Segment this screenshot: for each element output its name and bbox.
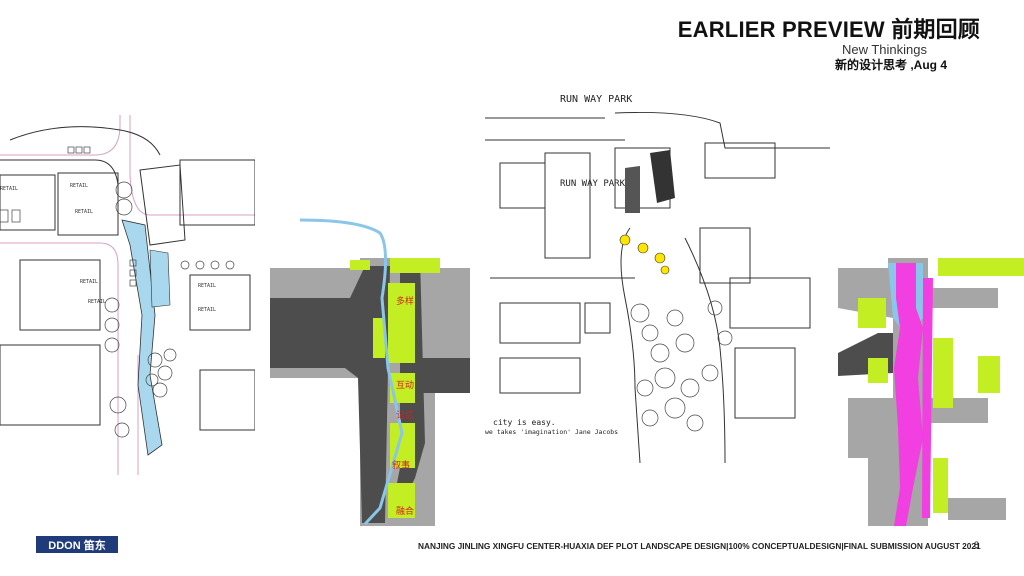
retail-label: RETAIL — [88, 299, 106, 305]
retail-label: RETAIL — [75, 209, 93, 215]
svg-text:RUN WAY PARK: RUN WAY PARK — [560, 179, 626, 189]
retail-label: RETAIL — [80, 279, 98, 285]
concept-label: 记忆 — [396, 409, 414, 421]
left-sketch-plan: RETAIL RETAIL RETAIL RETAIL RETAIL RETAI… — [0, 115, 255, 475]
quote-line-2: we takes 'imagination' Jane Jacobs — [485, 428, 618, 436]
brand-logo: DDON 笛东 — [36, 536, 118, 553]
left-concept-diagram: 多样 互动 记忆 叙事 融合 — [270, 218, 470, 528]
concept-label: 互动 — [396, 380, 414, 391]
page-number: 8 — [974, 540, 980, 550]
concept-label: 融合 — [396, 505, 414, 517]
concept-label: 多样 — [396, 295, 414, 307]
right-concept-diagram — [838, 258, 1024, 526]
concept-label: 叙事 — [392, 459, 410, 471]
quote-line-1: city is easy. — [493, 418, 556, 427]
retail-label: RETAIL — [70, 183, 88, 189]
subtitle-english: New Thinkings — [841, 42, 927, 57]
retail-label: RETAIL — [0, 186, 18, 192]
retail-label: RETAIL — [198, 307, 216, 313]
footer-text: NANJING JINLING XINGFU CENTER-HUAXIA DEF… — [418, 541, 981, 551]
subtitle-chinese: 新的设计思考 ,Aug 4 — [834, 58, 947, 72]
runway-park-title: RUN WAY PARK — [560, 94, 632, 105]
retail-label: RETAIL — [198, 283, 216, 289]
right-sketch-plan: RUN WAY PARK RUN WAY PARK — [485, 88, 830, 468]
slide-title: EARLIER PREVIEW 前期回顾 — [677, 17, 980, 42]
